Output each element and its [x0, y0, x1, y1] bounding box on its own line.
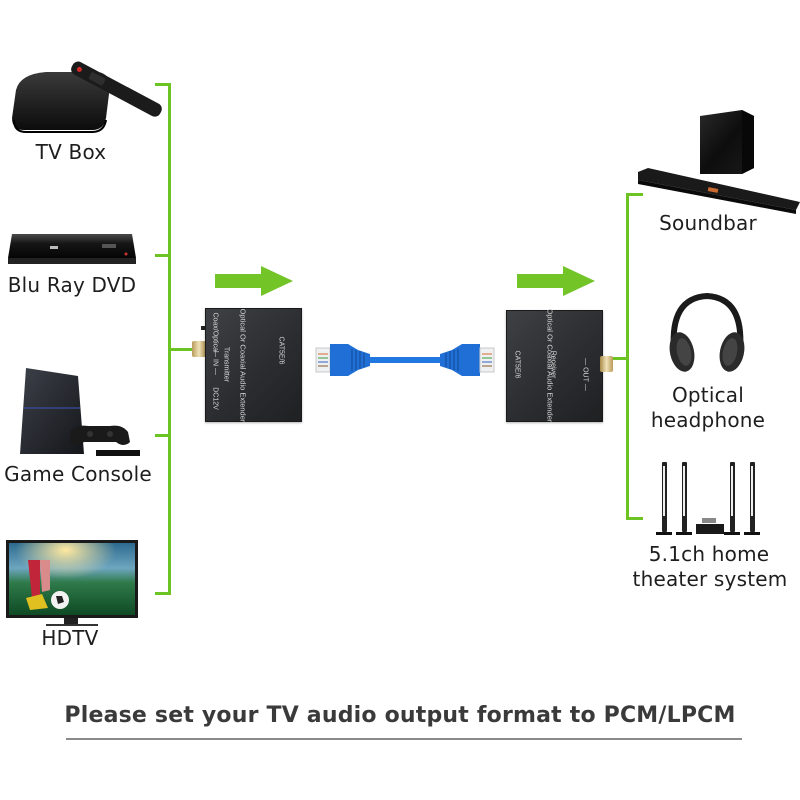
source-label-blu-ray: Blu Ray DVD [7, 273, 137, 297]
source-bracket-tick-hdtv [155, 592, 171, 595]
hdtv-device [6, 540, 138, 632]
hdtv-icon [6, 540, 138, 626]
source-label-tv-box: TV Box [35, 140, 107, 164]
source-to-transmitter-connector [168, 348, 192, 351]
source-bracket-tick-tv-box [155, 83, 171, 86]
soundbar-device [636, 108, 800, 218]
output-bracket-tick-home-theater [626, 517, 643, 520]
game-console-icon [20, 368, 140, 456]
footer-divider [66, 738, 742, 740]
source-label-hdtv: HDTV [41, 626, 99, 650]
transmitter-switch [201, 326, 206, 330]
source-bracket-vertical [168, 83, 171, 595]
output-label-home-theater-line1: 5.1ch home [648, 542, 770, 566]
game-console-device [18, 366, 144, 458]
receiver-to-output-connector [613, 357, 629, 360]
tv-box-icon [12, 61, 162, 133]
receiver-out-label: — OUT — [581, 358, 589, 391]
transmitter-cat-port-label: CAT5E/6 [277, 336, 285, 365]
transmitter-title: Optical Or Coaxial Audio Extender [238, 308, 248, 423]
receiver-output-jack [600, 356, 613, 372]
ethernet-cable [315, 344, 495, 376]
footer-note: Please set your TV audio output format t… [64, 703, 736, 728]
receiver-cat-port-label: CAT5E/6 [513, 350, 521, 379]
transmitter-unit: Coax/Optical — IN — DC12V Optical Or Coa… [205, 308, 302, 422]
output-label-soundbar: Soundbar [659, 211, 757, 235]
output-label-headphone-line2: headphone [650, 408, 766, 432]
receiver-out-text: OUT [581, 367, 589, 382]
output-label-home-theater-line2: theater system [632, 567, 788, 591]
blu-ray-player-icon [8, 234, 136, 264]
source-bracket-tick-blu-ray [155, 254, 171, 257]
source-label-game-console: Game Console [4, 462, 152, 486]
blu-ray-device [6, 228, 138, 268]
home-theater-device [656, 458, 762, 538]
output-label-headphone-line1: Optical [671, 383, 745, 407]
transmitter-subtitle: Transmitter [222, 346, 230, 383]
output-bracket-tick-soundbar [626, 193, 643, 196]
headphone-icon [669, 292, 745, 372]
headphone-device [664, 290, 750, 380]
transmitter-power-label: DC12V [211, 387, 219, 410]
output-bracket-vertical [626, 193, 629, 520]
arrow-right-icon [517, 266, 595, 296]
tv-box-device [6, 60, 166, 135]
receiver-subtitle: Receiver [549, 350, 557, 379]
home-theater-icon [656, 462, 760, 535]
transmitter-input-jack [192, 341, 206, 357]
receiver-unit: CAT5E/6 Optical Or Coaxial Audio Extende… [506, 309, 603, 422]
source-bracket-tick-game-console [155, 434, 171, 437]
soundbar-icon [638, 110, 800, 214]
arrow-right-icon [215, 266, 293, 296]
